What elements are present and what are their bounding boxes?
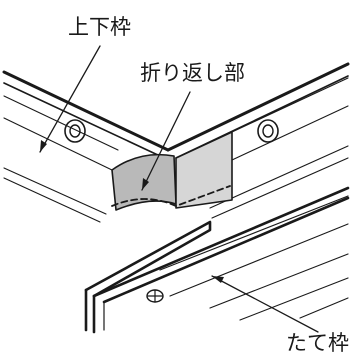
screw-hole-left — [64, 119, 86, 143]
screw-hole-right — [257, 119, 279, 143]
screw-head — [146, 289, 164, 303]
label-fold-back-part: 折り返し部 — [140, 61, 245, 85]
leader-lines — [39, 45, 319, 333]
fold-back-flap — [111, 131, 233, 211]
upper-frame-right — [166, 62, 350, 219]
upper-frame-left — [2, 70, 170, 223]
vertical-frame — [84, 186, 350, 334]
label-top-bottom-frame: 上下枠 — [68, 15, 131, 39]
label-vertical-frame: たて枠 — [286, 331, 349, 355]
